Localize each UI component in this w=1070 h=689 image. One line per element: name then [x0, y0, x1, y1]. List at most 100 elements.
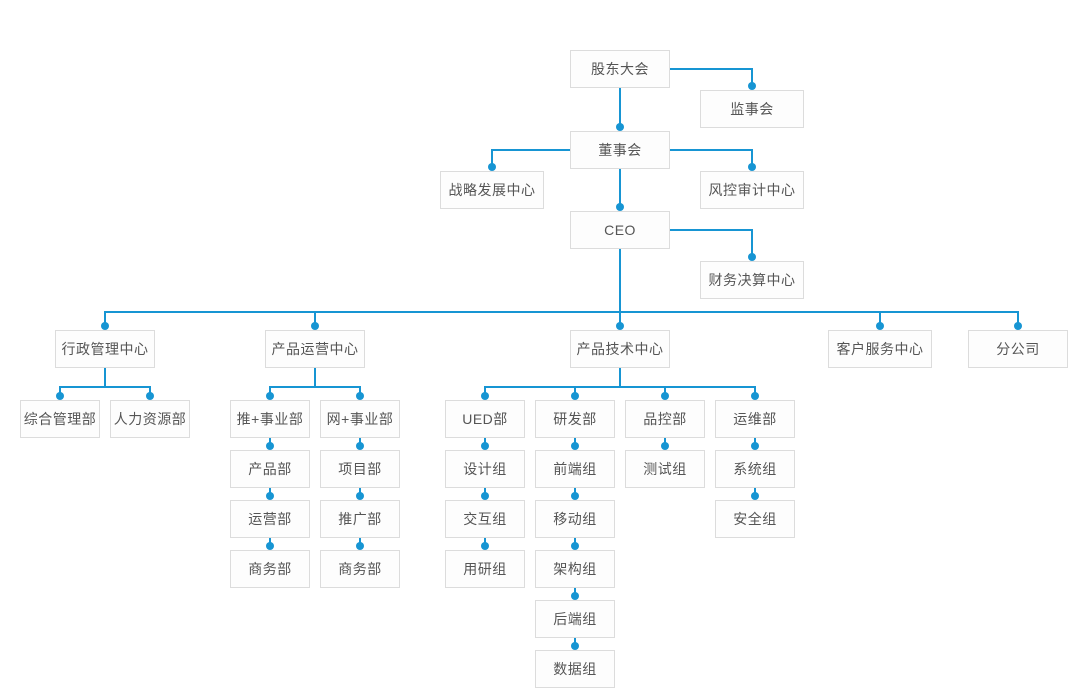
org-node-kehu[interactable]: 客户服务中心 [828, 330, 932, 368]
connector-line [879, 311, 881, 326]
org-node-pinkong[interactable]: 品控部 [625, 400, 705, 438]
org-node-sheji[interactable]: 设计组 [445, 450, 525, 488]
connector-dot [481, 442, 489, 450]
connector-dot [356, 392, 364, 400]
org-node-label: 股东大会 [591, 61, 649, 77]
connector-line [619, 88, 621, 127]
org-node-houduan[interactable]: 后端组 [535, 600, 615, 638]
org-node-gudong[interactable]: 股东大会 [570, 50, 670, 88]
connector-line [1017, 311, 1019, 326]
connector-dot [146, 392, 154, 400]
org-node-label: 分公司 [996, 341, 1040, 357]
org-node-ued[interactable]: UED部 [445, 400, 525, 438]
org-node-ceshi[interactable]: 测试组 [625, 450, 705, 488]
connector-line [619, 311, 621, 326]
org-node-jianshi[interactable]: 监事会 [700, 90, 804, 128]
org-node-wang[interactable]: 网+事业部 [320, 400, 400, 438]
connector-line [670, 149, 753, 151]
connector-dot [481, 392, 489, 400]
org-node-jiaohu[interactable]: 交互组 [445, 500, 525, 538]
connector-line [670, 68, 753, 70]
connector-line [314, 311, 316, 326]
connector-dot [56, 392, 64, 400]
connector-line [104, 311, 106, 326]
org-node-yidong[interactable]: 移动组 [535, 500, 615, 538]
org-node-label: UED部 [462, 411, 508, 427]
connector-dot [266, 492, 274, 500]
connector-dot [1014, 322, 1022, 330]
org-node-label: CEO [604, 222, 636, 238]
connector-line [619, 169, 621, 207]
connector-dot [661, 392, 669, 400]
org-node-label: 架构组 [553, 561, 597, 577]
org-node-yanfa[interactable]: 研发部 [535, 400, 615, 438]
org-node-chanpinbu[interactable]: 产品部 [230, 450, 310, 488]
org-node-xitong[interactable]: 系统组 [715, 450, 795, 488]
org-node-anquan[interactable]: 安全组 [715, 500, 795, 538]
connector-dot [616, 203, 624, 211]
connector-line [59, 386, 61, 396]
org-node-label: 安全组 [733, 511, 777, 527]
org-node-label: 监事会 [730, 101, 774, 117]
org-node-label: 董事会 [598, 142, 642, 158]
connector-line [619, 368, 621, 388]
org-node-shangwu1[interactable]: 商务部 [230, 550, 310, 588]
org-node-label: 综合管理部 [23, 411, 97, 427]
connector-line [491, 149, 570, 151]
org-node-yunwei[interactable]: 运维部 [715, 400, 795, 438]
connector-line [751, 229, 753, 257]
org-node-label: 战略发展中心 [448, 182, 536, 198]
org-node-jiagou[interactable]: 架构组 [535, 550, 615, 588]
org-node-zonghe[interactable]: 综合管理部 [20, 400, 100, 438]
connector-dot [481, 542, 489, 550]
org-node-label: 前端组 [553, 461, 597, 477]
org-node-label: 项目部 [338, 461, 382, 477]
org-node-caiwu[interactable]: 财务决算中心 [700, 261, 804, 299]
org-node-zhanlue[interactable]: 战略发展中心 [440, 171, 544, 209]
org-node-yunying[interactable]: 产品运营中心 [265, 330, 365, 368]
org-node-yongyan[interactable]: 用研组 [445, 550, 525, 588]
org-node-xiangmu[interactable]: 项目部 [320, 450, 400, 488]
org-node-label: 数据组 [553, 661, 597, 677]
connector-dot [661, 442, 669, 450]
connector-dot [751, 442, 759, 450]
org-node-label: 推广部 [338, 511, 382, 527]
org-node-tuiguang[interactable]: 推广部 [320, 500, 400, 538]
connector-line [104, 368, 106, 388]
connector-line [104, 311, 1019, 313]
org-node-label: 移动组 [553, 511, 597, 527]
connector-dot [616, 322, 624, 330]
org-node-jishu[interactable]: 产品技术中心 [570, 330, 670, 368]
org-node-ceo[interactable]: CEO [570, 211, 670, 249]
org-node-xingzheng[interactable]: 行政管理中心 [55, 330, 155, 368]
connector-line [491, 149, 493, 167]
org-node-shuju[interactable]: 数据组 [535, 650, 615, 688]
connector-dot [748, 163, 756, 171]
org-node-label: 产品部 [248, 461, 292, 477]
org-node-shangwu2[interactable]: 商务部 [320, 550, 400, 588]
connector-dot [266, 392, 274, 400]
org-node-yunyingbu[interactable]: 运营部 [230, 500, 310, 538]
org-node-fengongsi[interactable]: 分公司 [968, 330, 1068, 368]
org-node-tui[interactable]: 推+事业部 [230, 400, 310, 438]
connector-line [754, 386, 756, 396]
org-node-label: 风控审计中心 [708, 182, 796, 198]
org-node-fengkong[interactable]: 风控审计中心 [700, 171, 804, 209]
org-node-qianduan[interactable]: 前端组 [535, 450, 615, 488]
connector-dot [481, 492, 489, 500]
org-node-label: 交互组 [463, 511, 507, 527]
connector-dot [311, 322, 319, 330]
connector-line [670, 229, 753, 231]
org-node-dongshi[interactable]: 董事会 [570, 131, 670, 169]
connector-line [59, 386, 151, 388]
org-node-label: 品控部 [643, 411, 687, 427]
org-node-label: 产品技术中心 [576, 341, 664, 357]
connector-dot [876, 322, 884, 330]
org-node-label: 研发部 [553, 411, 597, 427]
org-node-label: 推+事业部 [236, 411, 304, 427]
org-node-label: 行政管理中心 [61, 341, 149, 357]
org-node-label: 商务部 [338, 561, 382, 577]
org-node-renli[interactable]: 人力资源部 [110, 400, 190, 438]
connector-line [314, 368, 316, 388]
